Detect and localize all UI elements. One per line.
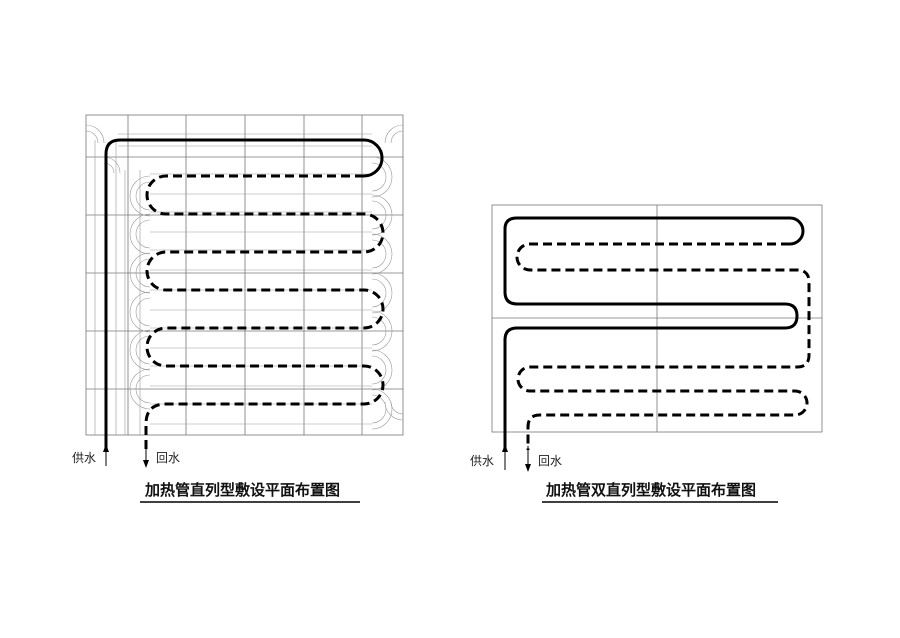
left-diagram: 供水 回水 加热管直列型敷设平面布置图 [72,114,404,503]
left-return-arrowhead [143,460,149,468]
right-supply-arrowhead [502,444,508,452]
left-return-label: 回水 [156,451,180,465]
right-diagram: 供水 回水 加热管双直列型敷设平面布置图 [470,204,823,503]
right-return-label: 回水 [538,454,562,468]
right-diagram-title: 加热管双直列型敷设平面布置图 [545,481,756,499]
left-supply-label: 供水 [72,451,96,465]
left-bend-modules [85,124,404,430]
left-return-pipe [144,174,385,450]
left-supply-pipe [104,138,384,450]
left-module-channels [94,133,372,435]
left-frame [85,114,404,436]
right-supply-pipe [503,216,805,450]
right-grid [491,204,823,433]
right-return-pipe [515,242,811,450]
right-return-arrowhead [525,464,531,472]
left-supply-arrowhead [103,444,109,452]
right-supply-label: 供水 [470,454,494,468]
left-diagram-title: 加热管直列型敷设平面布置图 [144,481,340,499]
left-grid [85,114,404,436]
